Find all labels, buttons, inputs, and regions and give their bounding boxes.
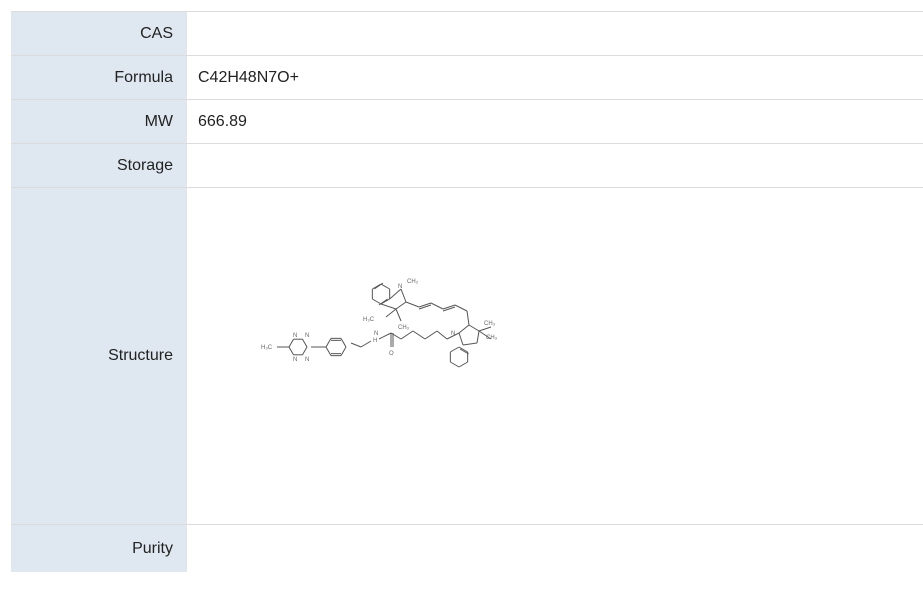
atom-label: N: [374, 331, 378, 337]
atom-label: N: [305, 357, 309, 363]
bond: [458, 332, 464, 345]
atom-label: H: [373, 338, 377, 344]
bond: [380, 303, 397, 309]
bond: [450, 361, 460, 367]
row-storage: Storage: [11, 144, 923, 188]
atom-label: O: [389, 351, 394, 357]
atom-label: H₃C: [363, 317, 375, 323]
bond: [476, 330, 480, 343]
bond: [450, 346, 460, 352]
product-spec-table: CAS Formula C42H48N7O+ MW 666.89 Storage…: [11, 11, 923, 572]
bond: [468, 324, 480, 331]
atom-label: CH₃: [486, 335, 498, 341]
bond: [302, 338, 308, 347]
bond: [378, 298, 388, 305]
bond: [430, 302, 444, 309]
bond: [446, 332, 460, 339]
bond: [442, 304, 456, 309]
bond: [405, 301, 420, 307]
bond: [458, 346, 468, 352]
bond: [395, 308, 402, 321]
bond: [288, 346, 294, 355]
atom-label: N: [293, 357, 297, 363]
atom-label: N: [305, 333, 309, 339]
bond: [400, 330, 414, 339]
bond: [454, 304, 468, 311]
bond: [462, 342, 478, 345]
purity-value: [187, 525, 923, 572]
bond: [302, 346, 308, 355]
bond: [378, 332, 392, 339]
row-formula: Formula C42H48N7O+: [11, 56, 923, 100]
bond: [424, 330, 438, 339]
purity-label: Purity: [11, 525, 187, 572]
storage-value: [187, 144, 923, 187]
atom-label: H₃C: [261, 345, 273, 351]
row-purity: Purity: [11, 525, 923, 572]
bond: [350, 342, 362, 347]
bond: [372, 298, 382, 304]
bond: [459, 348, 469, 354]
mw-value: 666.89: [198, 112, 247, 130]
atom-label: N: [293, 333, 297, 339]
mw-label: MW: [11, 100, 187, 143]
bond: [385, 308, 397, 317]
bond: [458, 324, 470, 333]
bond: [325, 337, 332, 347]
cas-value: [187, 12, 923, 55]
bond: [478, 330, 492, 339]
bond: [374, 282, 384, 289]
bond: [389, 288, 402, 299]
bond: [478, 326, 492, 331]
row-mw: MW 666.89: [11, 100, 923, 144]
storage-label: Storage: [11, 144, 187, 187]
row-cas: CAS: [11, 12, 923, 56]
bond: [442, 306, 456, 311]
bond: [288, 338, 294, 347]
atom-label: CH₃: [398, 325, 410, 331]
bond: [340, 346, 347, 356]
structure-label: Structure: [11, 188, 187, 524]
cas-label: CAS: [11, 12, 187, 55]
atom-label: N: [451, 331, 455, 337]
bond: [466, 310, 470, 325]
atom-label: N: [398, 284, 402, 290]
bond: [418, 304, 432, 309]
bond: [360, 340, 372, 347]
bond: [380, 283, 390, 289]
bond: [436, 330, 448, 339]
bond: [412, 330, 426, 339]
bond: [400, 288, 407, 302]
bond: [340, 337, 347, 347]
formula-value: C42H48N7O+: [198, 68, 299, 86]
bond: [418, 302, 432, 307]
bond: [458, 361, 468, 367]
atom-label: CH₃: [407, 279, 419, 285]
atom-label: CH₃: [484, 321, 496, 327]
bond: [395, 301, 407, 309]
bond: [325, 346, 332, 356]
formula-label: Formula: [11, 56, 187, 99]
